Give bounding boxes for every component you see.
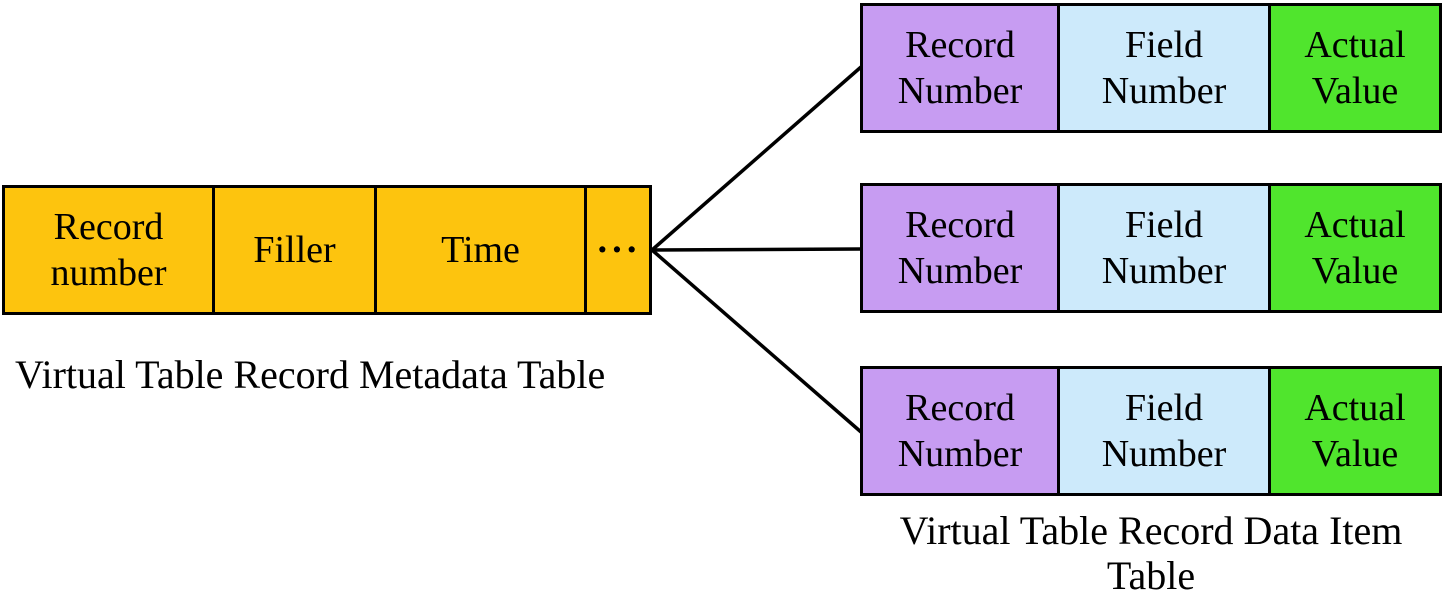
record-number-cell: Record Number	[863, 369, 1060, 493]
metadata-table: Record number Filler Time ···	[2, 185, 652, 315]
actual-value-cell: Actual Value	[1271, 369, 1439, 493]
data-item-table-label: Virtual Table Record Data Item Table	[899, 508, 1403, 598]
data-item-table-row: Record Number Field Number Actual Value	[860, 366, 1442, 496]
connector-line-top	[650, 65, 863, 252]
data-item-table-row: Record Number Field Number Actual Value	[860, 183, 1442, 313]
metadata-cell-more-fields-ellipsis: ···	[587, 188, 649, 312]
metadata-cell-record-number: Record number	[5, 188, 215, 312]
metadata-table-label: Virtual Table Record Metadata Table	[15, 352, 606, 397]
field-number-cell: Field Number	[1060, 6, 1271, 130]
record-number-cell: Record Number	[863, 6, 1060, 130]
field-number-cell: Field Number	[1060, 186, 1271, 310]
connector-line-middle	[651, 247, 862, 252]
data-item-table-row: Record Number Field Number Actual Value	[860, 3, 1442, 133]
connector-line-bottom	[650, 248, 863, 434]
actual-value-cell: Actual Value	[1271, 186, 1439, 310]
metadata-cell-filler: Filler	[215, 188, 377, 312]
field-number-cell: Field Number	[1060, 369, 1271, 493]
record-number-cell: Record Number	[863, 186, 1060, 310]
metadata-cell-time: Time	[377, 188, 587, 312]
actual-value-cell: Actual Value	[1271, 6, 1439, 130]
